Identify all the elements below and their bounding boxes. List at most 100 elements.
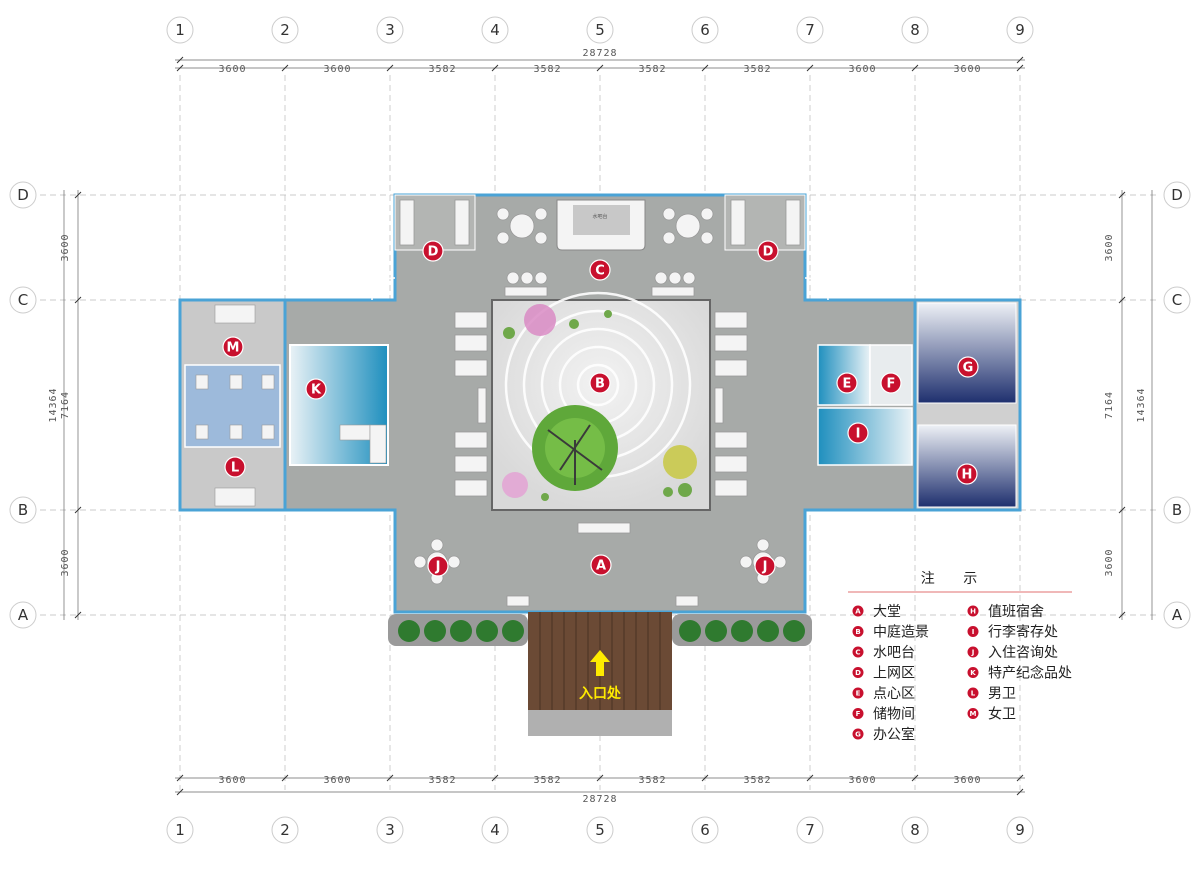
dimension-segment: 3582 (743, 775, 771, 786)
svg-text:K: K (311, 383, 322, 398)
svg-text:J: J (762, 560, 768, 575)
svg-text:M: M (227, 341, 240, 356)
svg-text:H: H (962, 468, 973, 483)
dimension-segment: 3600 (1104, 548, 1115, 576)
grid-column-label: 6 (700, 821, 710, 839)
grid-bubble (1163, 601, 1191, 629)
grid-bubble (691, 816, 719, 844)
dimension-segment: 3582 (533, 775, 561, 786)
grid-bubble (9, 601, 37, 629)
svg-text:J: J (971, 649, 975, 657)
dimension-segment: 7164 (60, 391, 71, 419)
svg-text:G: G (963, 361, 974, 376)
svg-text:A: A (596, 559, 606, 574)
grid-bubble (481, 816, 509, 844)
grid-column-label: 2 (280, 21, 290, 39)
svg-text:E: E (856, 690, 861, 698)
svg-text:H: H (970, 608, 976, 616)
grid-bubble (796, 816, 824, 844)
grid-bubble (376, 16, 404, 44)
grid-column-label: 6 (700, 21, 710, 39)
dimension-segment: 7164 (1104, 391, 1115, 419)
grid-bubble (586, 816, 614, 844)
room-tag-d: D (422, 240, 444, 262)
grid-bubble (9, 181, 37, 209)
grid-bubble (1006, 816, 1034, 844)
grid-bubble (901, 816, 929, 844)
dimension-segment: 3600 (323, 64, 351, 75)
grid-bubble (586, 16, 614, 44)
grid-bubble (691, 16, 719, 44)
room-tag-b: B (589, 372, 611, 394)
room-tag-j: J (427, 555, 449, 577)
svg-text:K: K (970, 669, 976, 677)
grid-column-label: 1 (175, 821, 185, 839)
dimension-segment: 3600 (60, 548, 71, 576)
dimension-total: 14364 (1136, 387, 1147, 422)
grid-bubble (1006, 16, 1034, 44)
grid-bubble (376, 816, 404, 844)
legend-item-i: I 行李寄存处 (967, 624, 1058, 641)
grid-row-label: C (1172, 291, 1182, 309)
dimension-segment: 3582 (428, 775, 456, 786)
svg-text:入住咨询处: 入住咨询处 (988, 645, 1058, 661)
grid-row-label: A (18, 606, 29, 624)
svg-text:D: D (855, 669, 861, 677)
svg-text:I: I (972, 628, 975, 636)
svg-text:D: D (428, 245, 439, 260)
svg-text:L: L (971, 690, 976, 698)
dimension-segment: 3600 (218, 775, 246, 786)
svg-text:D: D (763, 245, 774, 260)
svg-text:E: E (843, 377, 852, 392)
grid-column-label: 4 (490, 821, 500, 839)
grid-column-label: 5 (595, 21, 605, 39)
grid-row-label: D (1171, 186, 1183, 204)
grid-row-label: A (1172, 606, 1183, 624)
room-tag-d: D (757, 240, 779, 262)
svg-text:点心区: 点心区 (873, 686, 915, 702)
grid-row-label: D (17, 186, 29, 204)
room-tag-c: C (589, 259, 611, 281)
svg-text:女卫: 女卫 (988, 706, 1016, 723)
legend-title: 注 示 (921, 571, 989, 587)
grid-bubble (901, 16, 929, 44)
dimension-segment: 3582 (638, 64, 666, 75)
legend-item-d: D 上网区 (852, 666, 915, 682)
grid-column-label: 3 (385, 821, 395, 839)
grid-bubble (166, 816, 194, 844)
dimension-segment: 3600 (953, 64, 981, 75)
svg-text:上网区: 上网区 (873, 666, 915, 682)
grid-bubble (9, 496, 37, 524)
grid-column-label: 7 (805, 821, 815, 839)
dimension-total: 28728 (582, 48, 617, 59)
grid-column-label: 7 (805, 21, 815, 39)
grid-bubble (271, 16, 299, 44)
svg-text:特产纪念品处: 特产纪念品处 (988, 665, 1072, 682)
grid-column-label: 9 (1015, 21, 1025, 39)
svg-text:水吧台: 水吧台 (873, 645, 915, 661)
dimension-segment: 3582 (638, 775, 666, 786)
grid-column-label: 8 (910, 21, 920, 39)
svg-text:水吧台: 水吧台 (592, 213, 607, 220)
grid-row-label: B (18, 501, 28, 519)
svg-text:办公室: 办公室 (873, 726, 915, 743)
svg-text:行李寄存处: 行李寄存处 (988, 624, 1058, 641)
room-tag-f: F (880, 372, 902, 394)
dimension-segment: 3600 (218, 64, 246, 75)
svg-text:C: C (595, 264, 605, 279)
grid-column-label: 1 (175, 21, 185, 39)
svg-text:I: I (856, 427, 861, 442)
dimension-segment: 3600 (60, 233, 71, 261)
grid-bubble (1163, 286, 1191, 314)
room-tag-g: G (957, 356, 979, 378)
dimension-segment: 3582 (533, 64, 561, 75)
dimension-segment: 3582 (743, 64, 771, 75)
svg-text:L: L (231, 461, 239, 476)
dimension-segment: 3600 (323, 775, 351, 786)
